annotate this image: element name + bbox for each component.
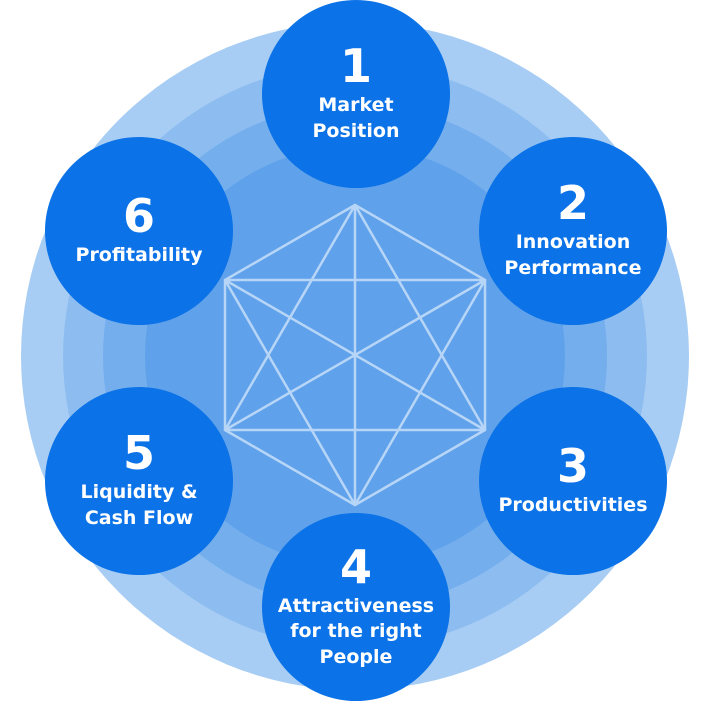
node-attractiveness: 4 Attractiveness for the right People (262, 513, 450, 701)
node-productivities: 3 Productivities (479, 387, 667, 575)
node-market-position: 1 Market Position (262, 0, 450, 188)
star-line (353, 204, 487, 431)
star-line (223, 279, 357, 506)
node-innovation-performance: 2 Innovation Performance (479, 137, 667, 325)
node-number: 3 (556, 439, 589, 494)
node-label: Productivities (498, 494, 648, 517)
node-label: Market Position (312, 94, 400, 142)
star-line (353, 279, 487, 506)
star-line (223, 204, 357, 431)
node-label: Profitability (75, 244, 203, 267)
node-label: Innovation Performance (504, 231, 642, 279)
hexagon-network (223, 203, 487, 507)
node-label: Liquidity & Cash Flow (80, 481, 198, 529)
node-number: 1 (339, 39, 372, 94)
diagonal-line (224, 278, 486, 432)
node-liquidity-cash-flow: 5 Liquidity & Cash Flow (45, 387, 233, 575)
node-label: Attractiveness for the right People (277, 594, 435, 668)
node-number: 2 (556, 176, 589, 231)
node-profitability: 6 Profitability (45, 137, 233, 325)
node-number: 4 (339, 539, 372, 594)
node-number: 5 (122, 426, 155, 481)
node-number: 6 (122, 189, 155, 244)
